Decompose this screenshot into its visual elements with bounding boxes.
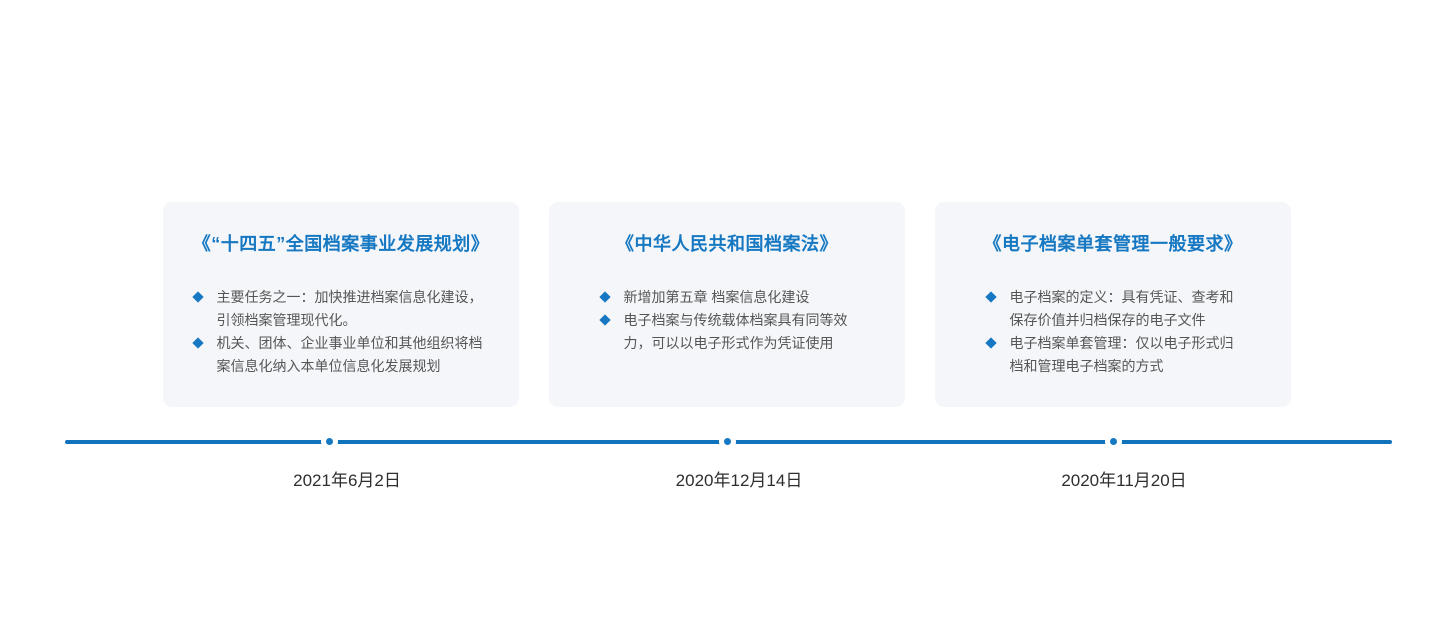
- policy-bullet-item: 电子档案单套管理：仅以电子形式归档和管理电子档案的方式: [984, 332, 1240, 378]
- policy-bullet-text: 主要任务之一：加快推进档案信息化建设，引领档案管理现代化。: [216, 289, 483, 328]
- policy-bullet-text: 电子档案与传统载体档案具有同等效力，可以以电子形式作为凭证使用: [623, 312, 848, 351]
- policy-card-title: 《“十四五”全国档案事业发展规划》: [192, 234, 490, 254]
- timeline-dot: [326, 438, 333, 445]
- policy-bullet-list: 主要任务之一：加快推进档案信息化建设，引领档案管理现代化。 机关、团体、企业事业…: [191, 286, 489, 378]
- policy-bullet-item: 主要任务之一：加快推进档案信息化建设，引领档案管理现代化。: [191, 286, 489, 332]
- policy-bullet-text: 电子档案的定义：具有凭证、查考和保存价值并归档保存的电子文件: [1009, 289, 1234, 328]
- diamond-bullet-icon: [191, 337, 204, 349]
- diamond-bullet-icon: [984, 337, 997, 349]
- timeline-date: 2021年6月2日: [293, 471, 401, 490]
- timeline-date: 2020年12月14日: [675, 471, 803, 490]
- policy-bullet-text: 机关、团体、企业事业单位和其他组织将档案信息化纳入本单位信息化发展规划: [216, 335, 483, 374]
- timeline-dot: [1110, 438, 1117, 445]
- policy-card-title: 《中华人民共和国档案法》: [616, 234, 838, 254]
- diamond-bullet-icon: [191, 291, 204, 303]
- policy-bullet-item: 电子档案的定义：具有凭证、查考和保存价值并归档保存的电子文件: [984, 286, 1240, 332]
- policy-bullet-item: 新增加第五章 档案信息化建设: [598, 286, 854, 309]
- policy-bullet-item: 电子档案与传统载体档案具有同等效力，可以以电子形式作为凭证使用: [598, 309, 854, 355]
- policy-card-title: 《电子档案单套管理一般要求》: [983, 234, 1243, 254]
- diamond-bullet-icon: [598, 314, 611, 326]
- policy-card-single-set: 《电子档案单套管理一般要求》 电子档案的定义：具有凭证、查考和保存价值并归档保存…: [935, 202, 1291, 407]
- policy-bullet-text: 新增加第五章 档案信息化建设: [623, 289, 810, 305]
- policy-bullet-list: 电子档案的定义：具有凭证、查考和保存价值并归档保存的电子文件 电子档案单套管理：…: [984, 286, 1240, 378]
- policy-card-plan: 《“十四五”全国档案事业发展规划》 主要任务之一：加快推进档案信息化建设，引领档…: [163, 202, 519, 407]
- policy-bullet-item: 机关、团体、企业事业单位和其他组织将档案信息化纳入本单位信息化发展规划: [191, 332, 489, 378]
- policy-bullet-text: 电子档案单套管理：仅以电子形式归档和管理电子档案的方式: [1009, 335, 1234, 374]
- policy-cards-row: 《“十四五”全国档案事业发展规划》 主要任务之一：加快推进档案信息化建设，引领档…: [163, 202, 1291, 407]
- policy-bullet-list: 新增加第五章 档案信息化建设 电子档案与传统载体档案具有同等效力，可以以电子形式…: [598, 286, 854, 355]
- policy-card-archive-law: 《中华人民共和国档案法》 新增加第五章 档案信息化建设 电子档案与传统载体档案具…: [549, 202, 905, 407]
- diamond-bullet-icon: [598, 291, 611, 303]
- diamond-bullet-icon: [984, 291, 997, 303]
- timeline-date: 2020年11月20日: [1061, 471, 1187, 490]
- timeline-dot: [724, 438, 731, 445]
